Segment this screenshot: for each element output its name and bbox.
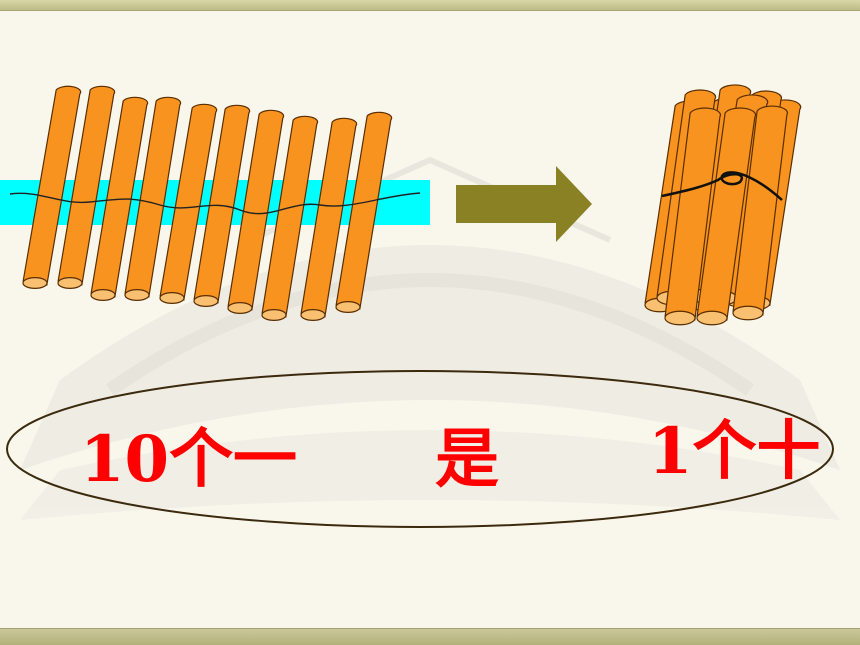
arrow-right-icon <box>456 166 592 242</box>
loose-stick-4 <box>124 96 182 302</box>
loose-sticks <box>22 85 393 322</box>
bottom-border-bar <box>0 628 860 645</box>
loose-stick-1 <box>22 85 82 290</box>
loose-stick-5 <box>159 103 218 305</box>
is-label: 是 <box>435 422 499 497</box>
bundle-stick-8 <box>664 107 722 326</box>
loose-stick-2 <box>57 85 116 290</box>
loose-stick-9 <box>300 117 358 322</box>
top-border-bar <box>0 0 860 11</box>
loose-string <box>9 192 421 215</box>
one-ten-label: 1个十 <box>648 414 821 489</box>
equation-ellipse <box>6 370 834 528</box>
stick-bundle <box>644 84 802 326</box>
loose-stick-8 <box>261 115 319 322</box>
bundle-knot <box>661 171 783 201</box>
loose-stick-6 <box>193 104 251 308</box>
ten-ones-label: 10个一 <box>80 422 298 497</box>
bundle-stick-9 <box>732 105 788 321</box>
loose-stick-7 <box>227 109 285 315</box>
bundle-stick-10 <box>696 107 757 326</box>
loose-stick-10 <box>335 111 393 314</box>
loose-stick-3 <box>90 96 149 302</box>
